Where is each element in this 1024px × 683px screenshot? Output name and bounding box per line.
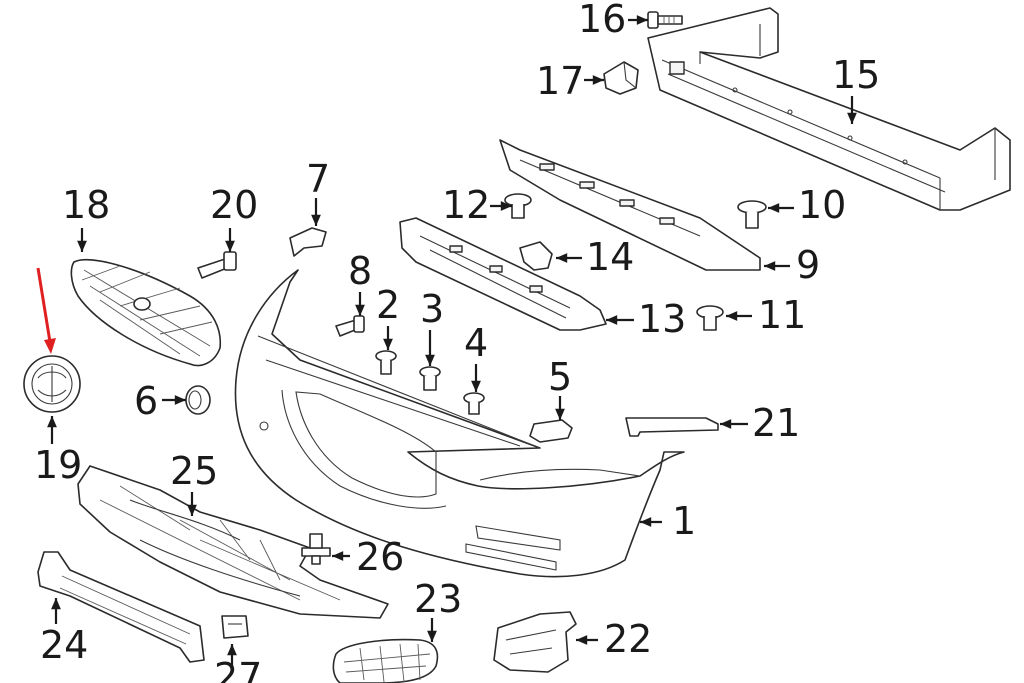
arrowhead-16 xyxy=(636,15,648,25)
callout-17: 17 xyxy=(536,59,584,103)
callout-16: 16 xyxy=(578,0,626,41)
arrowhead-14 xyxy=(556,253,568,263)
arrowhead-15 xyxy=(847,112,857,124)
callout-5: 5 xyxy=(548,355,572,399)
arrowhead-12 xyxy=(500,201,512,211)
callout-9: 9 xyxy=(796,243,820,287)
arrowhead-1 xyxy=(640,517,652,527)
part-1-bumper-cover xyxy=(234,269,685,578)
part-14-clip xyxy=(519,241,553,271)
arrowhead-21 xyxy=(720,419,732,429)
arrowhead-3 xyxy=(425,354,435,366)
callout-18: 18 xyxy=(62,183,110,227)
part-19-emblem xyxy=(23,355,81,413)
arrowhead-7 xyxy=(311,214,321,226)
callout-25: 25 xyxy=(170,449,218,493)
callout-3: 3 xyxy=(420,287,444,331)
callout-6: 6 xyxy=(134,379,158,423)
callout-12: 12 xyxy=(442,183,490,227)
part-12-clip xyxy=(504,193,532,219)
callout-24: 24 xyxy=(40,623,88,667)
arrowhead-26 xyxy=(332,551,344,561)
callout-8: 8 xyxy=(348,249,372,293)
callout-labels: 1 2 3 4 5 6 7 8 9 10 11 12 13 14 15 16 1… xyxy=(34,0,880,683)
part-20-bolt xyxy=(197,251,237,279)
part-4-fastener xyxy=(463,392,485,415)
part-6-plug xyxy=(185,385,211,415)
part-2-fastener xyxy=(375,350,397,375)
callout-22: 22 xyxy=(604,617,652,661)
arrowhead-5 xyxy=(555,408,565,420)
part-21-trim-strip xyxy=(625,417,719,437)
arrowhead-8 xyxy=(355,304,365,316)
callout-2: 2 xyxy=(376,283,400,327)
arrowhead-6 xyxy=(174,395,186,405)
callout-13: 13 xyxy=(638,297,686,341)
leader-lines xyxy=(47,15,857,668)
callout-15: 15 xyxy=(832,53,880,97)
arrowhead-4 xyxy=(471,380,481,392)
arrowhead-11 xyxy=(726,311,738,321)
arrowhead-27 xyxy=(227,644,237,656)
part-5-cover-plate xyxy=(529,419,573,443)
part-26-fastener xyxy=(301,533,331,565)
callout-19: 19 xyxy=(34,443,82,487)
callout-4: 4 xyxy=(464,321,488,365)
part-16-bolt xyxy=(647,11,683,29)
callout-21: 21 xyxy=(752,401,800,445)
arrowhead-18 xyxy=(77,240,87,252)
callout-26: 26 xyxy=(356,535,404,579)
part-10-clip xyxy=(737,200,767,229)
part-17-cap xyxy=(603,61,639,95)
part-8-bolt xyxy=(335,315,365,337)
arrowhead-25 xyxy=(187,504,197,516)
arrowhead-10 xyxy=(768,203,780,213)
callout-27: 27 xyxy=(214,655,262,683)
part-25-undertray xyxy=(77,465,389,619)
arrowhead-17 xyxy=(592,75,604,85)
callout-23: 23 xyxy=(414,577,462,621)
callout-14: 14 xyxy=(586,235,634,279)
arrowhead-2 xyxy=(383,338,393,350)
arrowhead-22 xyxy=(576,635,588,645)
callout-20: 20 xyxy=(210,183,258,227)
arrowhead-24 xyxy=(51,598,61,610)
part-22-duct-bracket xyxy=(493,611,577,673)
part-23-lower-grille xyxy=(332,638,439,683)
arrowhead-20 xyxy=(225,240,235,252)
callout-1: 1 xyxy=(672,499,696,543)
arrowhead-23 xyxy=(427,630,437,642)
part-13-lower-bracket xyxy=(399,217,607,331)
part-7-side-bracket xyxy=(289,227,327,257)
highlight-arrow xyxy=(36,267,56,354)
part-27-clip xyxy=(221,615,249,639)
part-24-lower-reinforcement xyxy=(37,551,205,663)
part-3-fastener xyxy=(419,366,441,391)
part-15-reinforcement-beam xyxy=(647,7,1011,211)
arrowhead-9 xyxy=(764,261,776,271)
part-9-upper-bracket xyxy=(499,139,761,271)
part-18-grille xyxy=(70,258,222,367)
callout-7: 7 xyxy=(306,157,330,201)
callout-10: 10 xyxy=(798,183,846,227)
arrowhead-13 xyxy=(606,315,618,325)
callout-11: 11 xyxy=(758,293,806,337)
part-11-clip xyxy=(696,305,724,331)
arrowhead-19 xyxy=(47,416,57,428)
